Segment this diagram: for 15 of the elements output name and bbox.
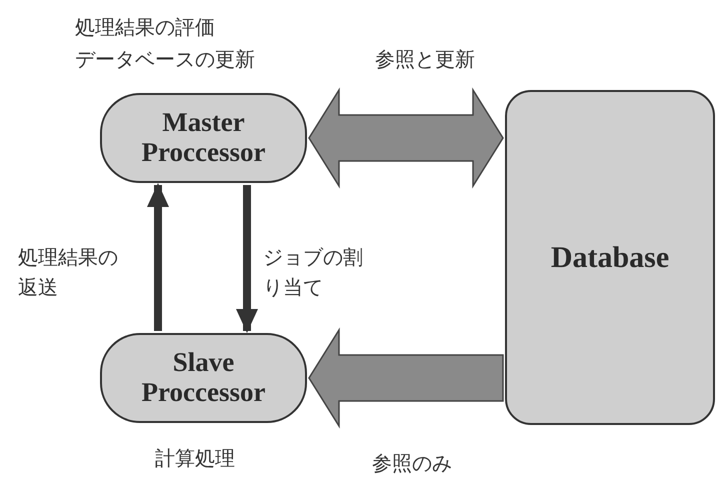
box-label: Database [550, 241, 670, 274]
block-arrow [308, 327, 504, 429]
box-label: Master Proccessor [140, 108, 266, 168]
node-caption: 計算処理 [155, 445, 235, 472]
arrow [147, 183, 169, 331]
block-arrow [308, 87, 504, 189]
edge-label: ジョブの割り当て [263, 244, 364, 301]
edge-label: 参照のみ [372, 450, 453, 477]
node-caption: データベースの更新 [75, 46, 255, 73]
edge-label: 参照と更新 [375, 46, 476, 73]
arrow [236, 185, 258, 333]
edge-label: 処理結果の返送 [18, 244, 119, 301]
database-box [505, 90, 715, 425]
box-label: Slave Proccessor [140, 348, 266, 408]
node-caption: 処理結果の評価 [75, 14, 215, 41]
